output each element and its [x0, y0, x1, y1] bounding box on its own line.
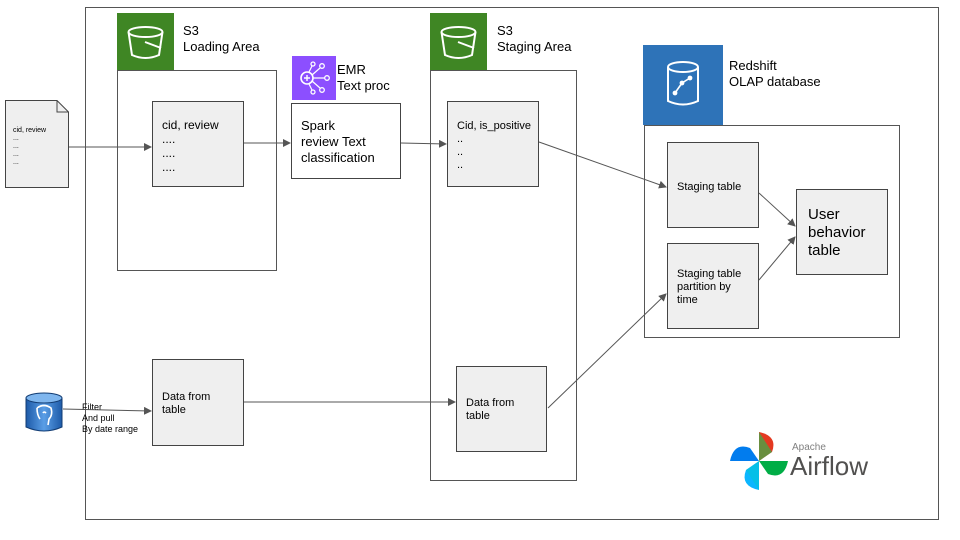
arrow-partition-to-user-behavior [758, 236, 796, 281]
staging-data-from-table-text: Data from table [466, 397, 515, 422]
airflow-apache-text: Apache [792, 442, 826, 453]
emr-subtitle: Text proc [337, 78, 390, 93]
file-icon [5, 100, 69, 188]
bucket-icon [127, 26, 164, 59]
emr-title: EMR [337, 62, 366, 77]
s3-staging-subtitle: Staging Area [497, 39, 572, 54]
staging-positive-text: Cid, is_positive .. .. .. [457, 120, 531, 171]
loading-data-from-table-text: Data from table [162, 391, 211, 416]
s3-staging-icon [430, 13, 487, 70]
redshift-icon [643, 45, 723, 125]
arrow-postgres-to-loading-table [62, 406, 152, 415]
spark-classification-box[interactable]: Spark review Text classification [291, 103, 401, 179]
loading-review-text: cid, review .... .... .... [162, 118, 219, 174]
emr-icon [292, 56, 336, 100]
arrow-staging-table-to-partition [547, 293, 667, 409]
airflow-name-text: Airflow [790, 451, 869, 481]
spark-classification-text: Spark review Text classification [301, 118, 375, 165]
staging-partition-box[interactable]: Staging table partition by time [667, 243, 759, 329]
redshift-subtitle: OLAP database [729, 74, 821, 89]
s3-loading-title: S3 [183, 23, 199, 38]
s3-loading-icon [117, 13, 174, 70]
emr-cluster-icon [300, 61, 330, 95]
airflow-logo: Apache Airflow [728, 430, 888, 492]
airflow-pinwheel-icon [730, 432, 788, 490]
s3-loading-subtitle: Loading Area [183, 39, 260, 54]
arrow-staging-table-to-user-behavior [758, 192, 796, 227]
staging-positive-box[interactable]: Cid, is_positive .. .. .. [447, 101, 539, 187]
bucket-icon [440, 26, 477, 59]
redshift-title: Redshift [729, 58, 777, 73]
input-file-text: cid, review ... ... ... ... [13, 127, 47, 166]
staging-partition-text: Staging table partition by time [677, 268, 742, 306]
loading-data-from-table-box[interactable]: Data from table [152, 359, 244, 446]
database-chart-icon [667, 61, 699, 106]
postgres-filter-label: Filter And pull By date range [82, 402, 139, 434]
user-behavior-text: User behavior table [808, 206, 866, 259]
postgres-elephant-icon [25, 392, 63, 432]
input-file[interactable]: cid, review ... ... ... ... [5, 100, 69, 188]
user-behavior-box[interactable]: User behavior table [796, 189, 888, 275]
arrow-staging-to-redshift-table [538, 141, 667, 189]
staging-table-text: Staging table [677, 181, 742, 193]
loading-review-box[interactable]: cid, review .... .... .... [152, 101, 244, 187]
staging-data-from-table-box[interactable]: Data from table [456, 366, 547, 452]
postgres-database[interactable] [23, 391, 65, 435]
staging-table-box[interactable]: Staging table [667, 142, 759, 228]
arrow-spark-to-staging [400, 139, 447, 148]
s3-staging-title: S3 [497, 23, 513, 38]
